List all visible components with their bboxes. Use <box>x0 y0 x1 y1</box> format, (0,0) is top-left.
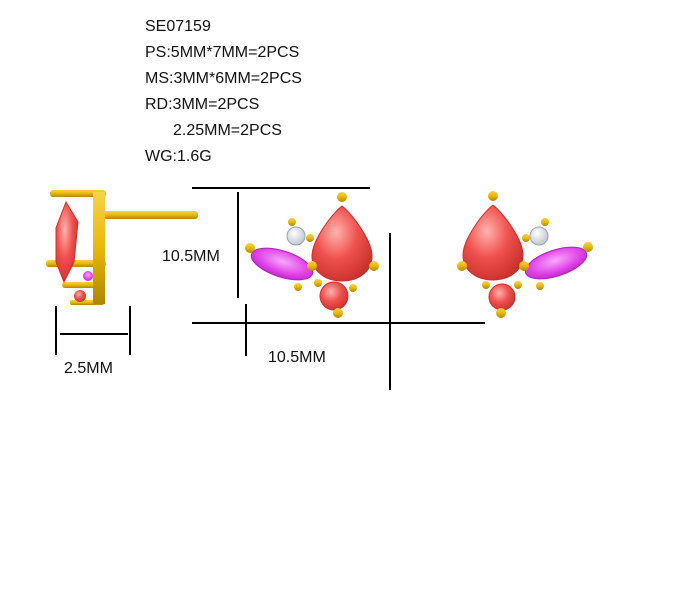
height-label: 10.5MM <box>162 248 220 265</box>
earring-side-view <box>46 190 198 305</box>
side-depth-label: 2.5MM <box>64 360 113 377</box>
spec-line-weight: WG:1.6G <box>145 148 212 165</box>
spec-sku: SE07159 <box>145 18 211 35</box>
side-depth-dimension <box>55 306 131 355</box>
spec-line-pear-stone: PS:5MM*7MM=2PCS <box>145 44 300 61</box>
earring-left-front <box>245 192 379 318</box>
front-dimensions <box>192 187 485 390</box>
spec-line-round-small-stone: 2.25MM=2PCS <box>173 122 282 139</box>
spec-block: SE07159 PS:5MM*7MM=2PCS MS:3MM*6MM=2PCS … <box>145 14 302 170</box>
spec-line-round-stone: RD:3MM=2PCS <box>145 96 260 113</box>
width-label: 10.5MM <box>268 349 326 366</box>
spec-line-marquise-stone: MS:3MM*6MM=2PCS <box>145 70 302 87</box>
earring-right-front <box>457 191 593 318</box>
